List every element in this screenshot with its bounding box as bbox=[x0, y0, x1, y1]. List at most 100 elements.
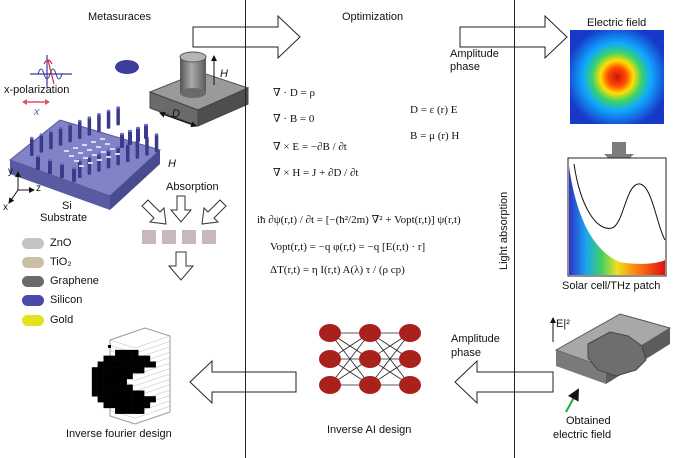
inner-cell bbox=[96, 146, 101, 148]
amplitude-label-bottom: Amplitude bbox=[451, 333, 500, 345]
pillar bbox=[36, 156, 40, 170]
voxel-block bbox=[109, 390, 116, 397]
inner-cell bbox=[79, 165, 84, 167]
nn-neuron bbox=[399, 324, 421, 342]
pillar bbox=[145, 137, 149, 156]
solar-cell-label: Solar cell/THz patch bbox=[562, 280, 661, 292]
legend-swatch-zno bbox=[22, 238, 44, 249]
x-polarization-label: x-polarization bbox=[4, 84, 70, 96]
electric-field-title: Electric field bbox=[587, 17, 647, 29]
inner-cell bbox=[91, 141, 96, 143]
metasurface-pillars bbox=[30, 106, 159, 182]
divider-left bbox=[245, 0, 246, 458]
voxel-block bbox=[103, 355, 110, 362]
amplitude-label-top: Amplitude bbox=[450, 48, 499, 60]
pillar bbox=[120, 134, 124, 148]
inner-cell bbox=[101, 151, 106, 153]
voxel-block bbox=[120, 378, 127, 385]
electric-field-label: electric field bbox=[553, 429, 612, 441]
voxel-block bbox=[126, 349, 133, 356]
voxel-block bbox=[132, 355, 139, 362]
pillar-top bbox=[39, 133, 44, 136]
voxel-block bbox=[120, 390, 127, 397]
substrate-label: Substrate bbox=[40, 212, 88, 224]
pillar-top bbox=[30, 136, 34, 140]
inner-cell bbox=[73, 147, 78, 149]
phase-label-top: phase bbox=[450, 61, 480, 73]
inner-cell bbox=[110, 148, 115, 150]
inner-cell bbox=[78, 152, 83, 154]
pillar bbox=[78, 121, 82, 139]
voxel-block bbox=[138, 402, 145, 409]
inner-cell bbox=[82, 144, 87, 146]
pillar bbox=[72, 168, 76, 182]
voxel-block bbox=[138, 355, 145, 362]
voxel-block bbox=[97, 378, 104, 385]
voxel-block bbox=[120, 407, 127, 414]
voxel-block bbox=[115, 355, 122, 362]
voxel-block bbox=[144, 396, 151, 403]
voxel-block bbox=[109, 378, 116, 385]
voxel-block bbox=[97, 396, 104, 403]
inner-cell bbox=[87, 149, 92, 151]
voxel-block bbox=[138, 361, 145, 368]
voxel-block bbox=[126, 402, 133, 409]
voxel-block bbox=[97, 367, 104, 374]
pillar-top bbox=[116, 146, 120, 149]
pillar bbox=[144, 125, 148, 139]
inner-cell bbox=[69, 155, 74, 157]
voxel-block bbox=[138, 390, 145, 397]
absorption-cells bbox=[142, 230, 216, 244]
pillar-d-label: D bbox=[172, 108, 180, 120]
voxel-grid bbox=[109, 415, 136, 424]
voxel-block bbox=[132, 361, 139, 368]
pillar bbox=[106, 150, 111, 169]
voxel-block bbox=[91, 378, 98, 385]
inner-cell bbox=[100, 138, 105, 140]
voxel-block bbox=[126, 361, 133, 368]
inner-cell bbox=[115, 153, 120, 155]
voxel-block bbox=[103, 396, 110, 403]
pillar bbox=[58, 127, 63, 146]
voxel-block bbox=[115, 407, 122, 414]
voxel-block bbox=[109, 355, 116, 362]
pillar-top bbox=[120, 132, 124, 136]
metasurfaces-title: Metasuraces bbox=[88, 11, 151, 23]
voxel-block bbox=[120, 384, 127, 391]
silicon-disc bbox=[115, 60, 139, 74]
legend-label-zno: ZnO bbox=[50, 237, 72, 249]
voxel-block bbox=[138, 396, 145, 403]
voxel-block bbox=[109, 361, 116, 368]
nn-neuron bbox=[319, 376, 341, 394]
voxel-block bbox=[120, 367, 127, 374]
maxwell-eq-2: ∇ · B = 0 bbox=[273, 113, 315, 125]
axis-y-label: y bbox=[8, 166, 13, 177]
legend-swatch-gold bbox=[22, 315, 44, 326]
temperature-eq: ΔT(r,t) = η I(r,t) A(λ) τ / (ρ cp) bbox=[270, 264, 405, 276]
voxel-block bbox=[115, 390, 122, 397]
nn-neuron bbox=[319, 350, 341, 368]
axis-z-label: z bbox=[36, 183, 41, 194]
voxel-block bbox=[109, 384, 116, 391]
axis-x-label: x bbox=[3, 202, 8, 213]
voxel-grid bbox=[109, 409, 136, 419]
pillar-top bbox=[68, 123, 72, 126]
si-label: Si bbox=[62, 200, 72, 212]
pillar bbox=[136, 128, 140, 142]
h-label: H bbox=[168, 158, 176, 170]
voxel-block bbox=[120, 396, 127, 403]
pillar-top bbox=[136, 126, 140, 130]
phase-label-bottom: phase bbox=[451, 347, 481, 359]
voxel-grid bbox=[134, 411, 171, 424]
pillar-top bbox=[116, 106, 120, 109]
pillar bbox=[97, 114, 101, 133]
obtained-label: Obtained bbox=[566, 415, 611, 427]
pillar-h-label: H bbox=[220, 68, 228, 80]
pillar-top bbox=[87, 116, 92, 119]
obtained-field-block bbox=[550, 313, 672, 413]
nn-neuron bbox=[359, 376, 381, 394]
pillar-top bbox=[72, 166, 76, 170]
voxel-block bbox=[115, 367, 122, 374]
pillar-top bbox=[97, 152, 101, 155]
